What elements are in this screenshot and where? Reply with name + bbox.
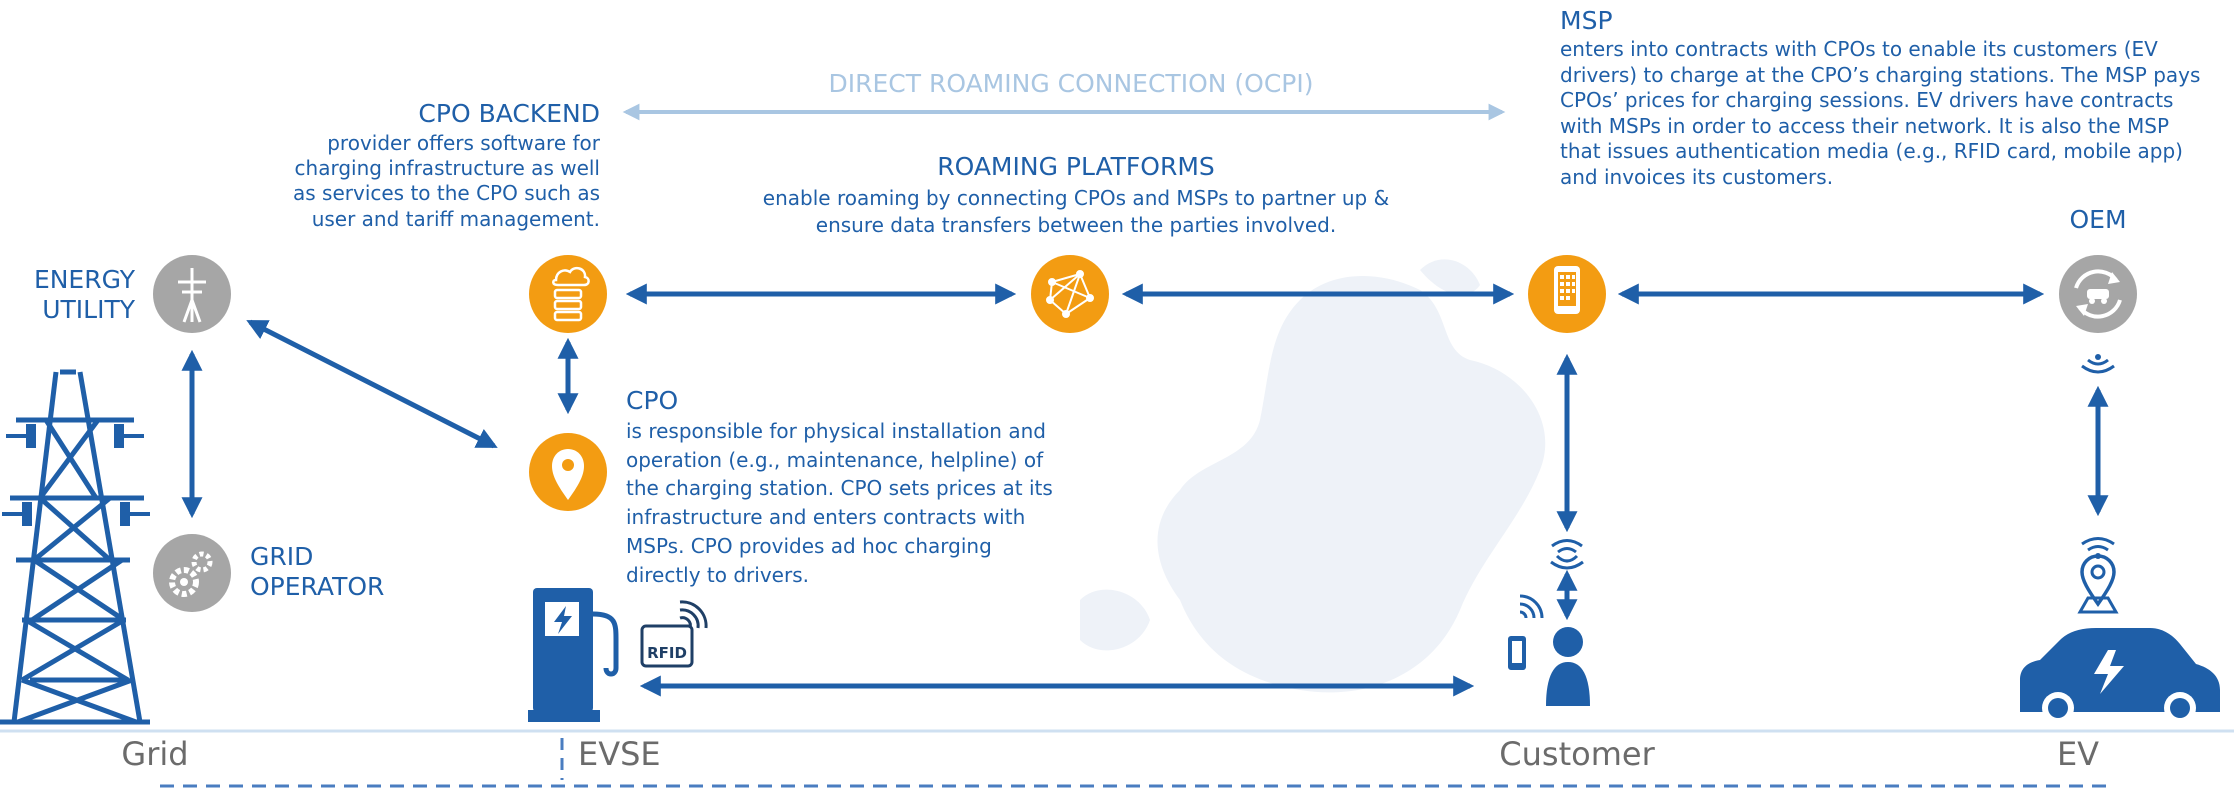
tower-insulators <box>2 424 150 526</box>
cpo-backend-line: provider offers software for <box>327 131 601 155</box>
oem-label: OEM <box>2069 205 2126 234</box>
baseline-label-grid: Grid <box>121 735 188 773</box>
power-pylon-icon <box>178 268 206 323</box>
baseline-label-ev: EV <box>2057 735 2099 773</box>
electric-car-icon <box>2020 628 2220 724</box>
direct-roaming-label: DIRECT ROAMING CONNECTION (OCPI) <box>829 69 1314 98</box>
location-pin-icon <box>552 449 584 500</box>
msp-line: enters into contracts with CPOs to enabl… <box>1560 37 2158 61</box>
rfid-card-icon: RFID <box>640 600 708 668</box>
msp-line: drivers) to charge at the CPO’s charging… <box>1560 63 2200 87</box>
ev-location-pin-icon <box>2077 554 2119 614</box>
cpo-backend-line: charging infrastructure as well <box>295 156 600 180</box>
energy-utility-line1: ENERGY <box>34 265 136 294</box>
cpo-text: CPO is responsible for physical installa… <box>626 386 1053 587</box>
gears-icon <box>169 551 213 597</box>
cpo-line: operation (e.g., maintenance, helpline) … <box>626 448 1044 472</box>
msp-line: and invoices its customers. <box>1560 165 1833 189</box>
oem-node <box>2059 255 2137 333</box>
cpo-backend-title: CPO BACKEND <box>418 99 600 128</box>
cpo-backend-line: user and tariff management. <box>312 207 600 231</box>
grid-operator-node <box>153 534 231 612</box>
arrow-utility-cpo <box>246 319 498 449</box>
cpo-backend-line: as services to the CPO such as <box>293 181 600 205</box>
grid-operator-text: GRID OPERATOR <box>250 542 384 601</box>
cpo-line: directly to drivers. <box>626 563 809 587</box>
network-icon <box>1046 270 1094 318</box>
cpo-line: is responsible for physical installation… <box>626 419 1046 443</box>
grid-operator-line2: OPERATOR <box>250 572 384 601</box>
cpo-node <box>529 433 607 511</box>
msp-text: MSP enters into contracts with CPOs to e… <box>1560 6 2200 189</box>
connection-arrows <box>181 283 2109 697</box>
energy-utility-text: ENERGY UTILITY <box>34 265 136 324</box>
energy-utility-line2: UTILITY <box>42 295 136 324</box>
customer-phone-icon <box>1508 636 1526 670</box>
transmission-tower-icon <box>0 369 150 725</box>
charging-station-icon <box>528 588 619 722</box>
rfid-label: RFID <box>647 644 687 662</box>
grid-operator-line1: GRID <box>250 542 313 571</box>
server-cloud-icon <box>552 266 590 322</box>
cpo-line: MSPs. CPO provides ad hoc charging <box>626 534 992 558</box>
roaming-platforms-node <box>1031 255 1109 333</box>
energy-utility-node <box>153 255 231 333</box>
baseline-label-customer: Customer <box>1499 735 1655 773</box>
smartphone-icon <box>1554 266 1580 314</box>
cpo-backend-node <box>529 255 607 333</box>
roaming-platforms-title: ROAMING PLATFORMS <box>937 152 1215 181</box>
customer-phone-signal-icon <box>1519 594 1544 619</box>
roaming-platforms-line: ensure data transfers between the partie… <box>816 213 1336 237</box>
msp-node <box>1528 255 1606 333</box>
baseline-label-evse: EVSE <box>578 735 661 773</box>
oem-signal-icon <box>2081 354 2115 374</box>
car-sync-icon <box>2074 269 2122 319</box>
cpo-title: CPO <box>626 386 678 415</box>
customer-person-icon <box>1546 627 1590 706</box>
roaming-platforms-text: ROAMING PLATFORMS enable roaming by conn… <box>763 152 1389 237</box>
msp-line: that issues authentication media (e.g., … <box>1560 139 2183 163</box>
cpo-line: the charging station. CPO sets prices at… <box>626 476 1053 500</box>
msp-title: MSP <box>1560 6 1613 35</box>
roaming-platforms-line: enable roaming by connecting CPOs and MS… <box>763 186 1389 210</box>
cpo-line: infrastructure and enters contracts with <box>626 505 1025 529</box>
msp-line: with MSPs in order to access their netwo… <box>1560 114 2169 138</box>
cpo-backend-text: CPO BACKEND provider offers software for… <box>293 99 601 231</box>
europe-map-background <box>1080 259 1546 693</box>
msp-line: CPOs’ prices for charging sessions. EV d… <box>1560 88 2173 112</box>
customer-signal-icon <box>1550 539 1584 570</box>
